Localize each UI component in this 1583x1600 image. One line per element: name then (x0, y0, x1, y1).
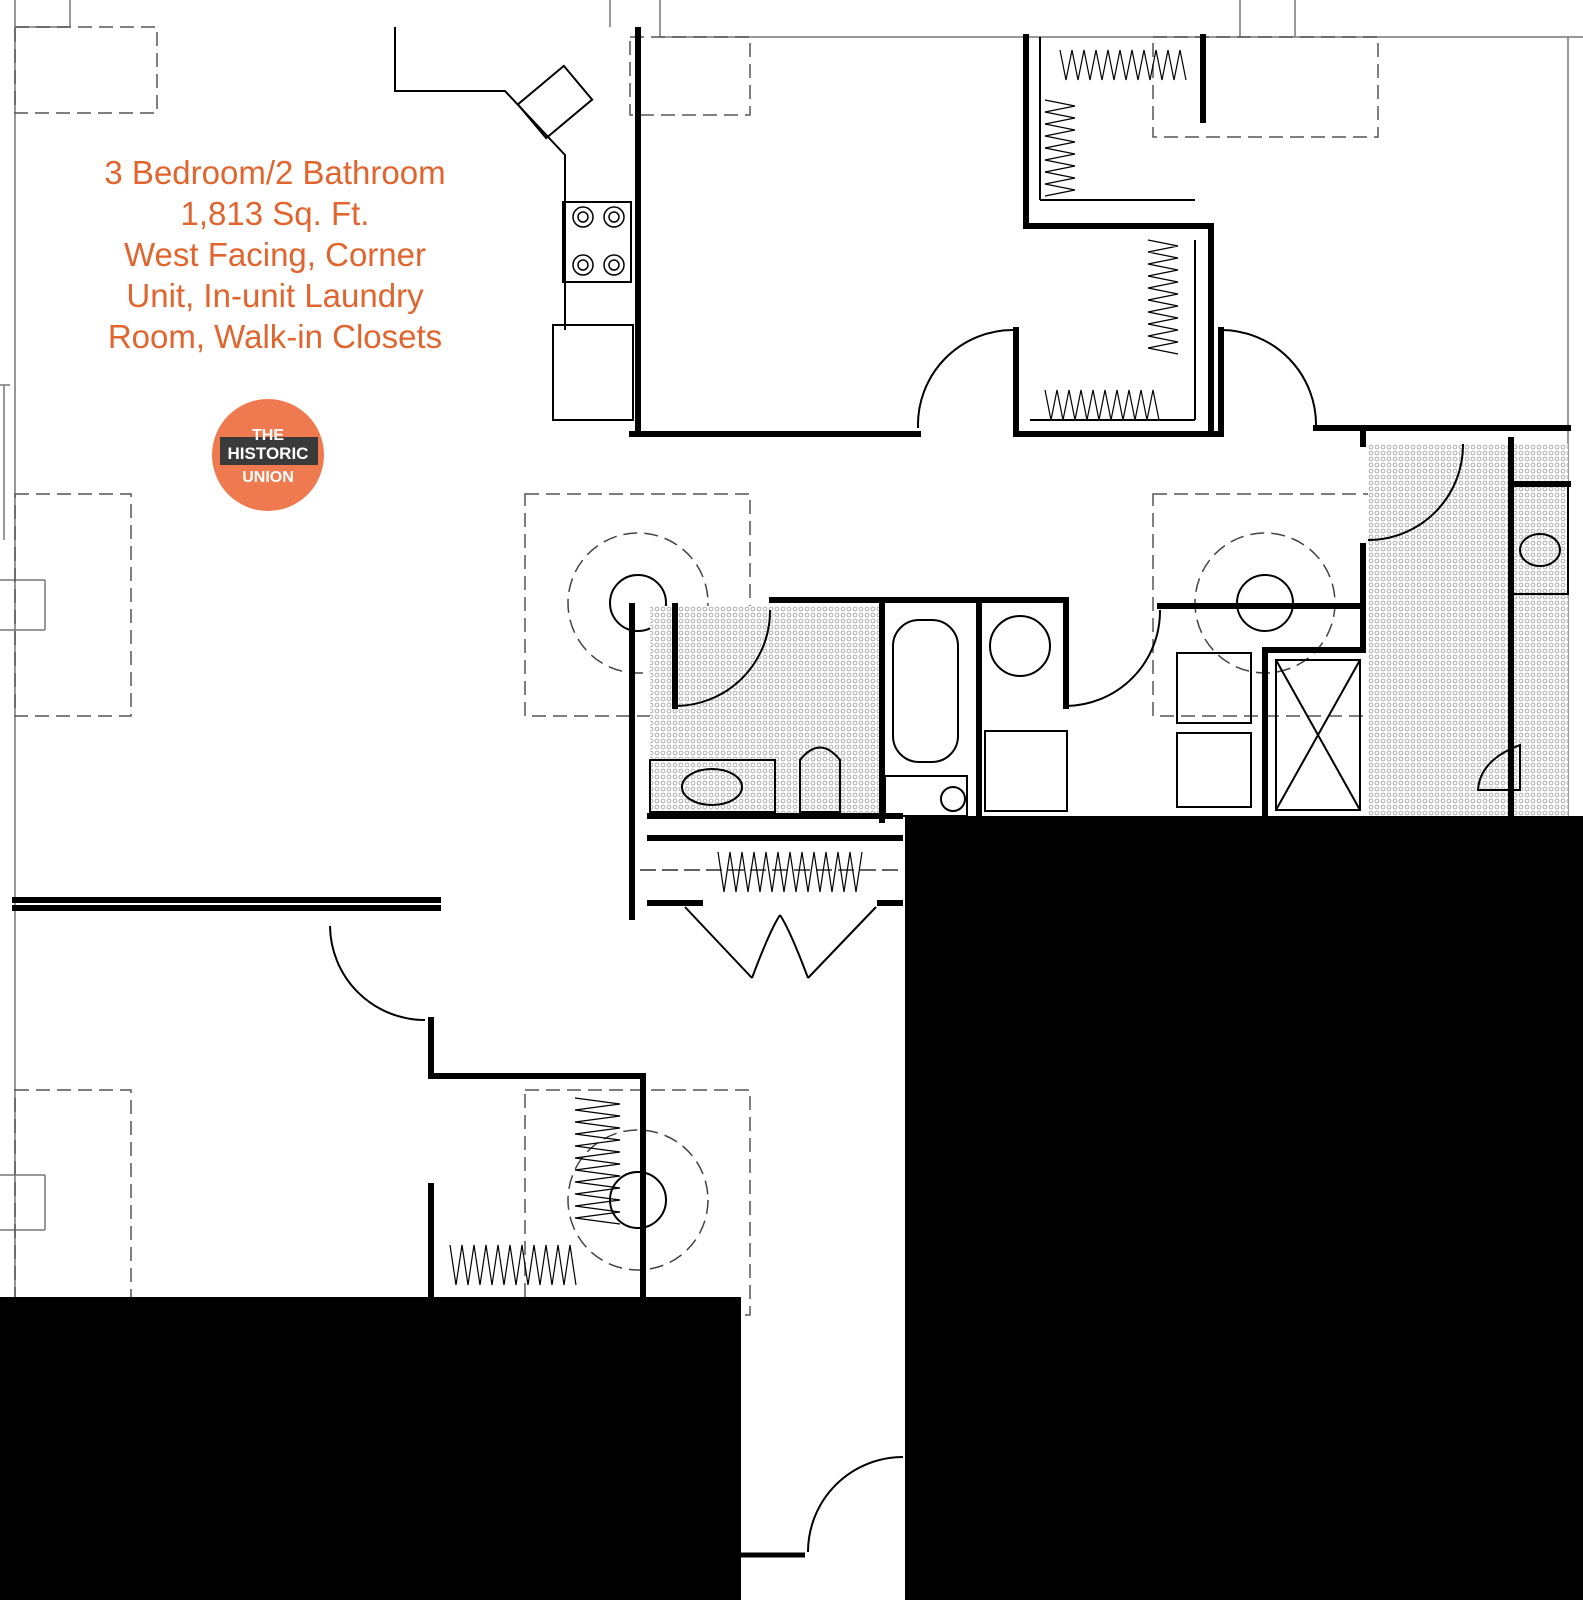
secondary-lines (394, 27, 1569, 817)
logo-band (220, 437, 318, 465)
interior-walls (12, 27, 1571, 1303)
bathroom-tile-floors (650, 444, 1568, 820)
logo-text-bottom: UNION (242, 469, 294, 486)
closet-rods (449, 49, 1187, 1286)
listing-line-5: Room, Walk-in Closets (107, 318, 443, 355)
listing-line-2: 1,813 Sq. Ft. (180, 195, 370, 232)
redaction-blocks (0, 816, 1583, 1600)
listing-line-1: 3 Bedroom/2 Bathroom (104, 154, 446, 191)
listing-line-4: Unit, In-unit Laundry (126, 277, 424, 314)
logo-text-top: THE (252, 427, 284, 444)
listing-description: 3 Bedroom/2 Bathroom 1,813 Sq. Ft. West … (40, 152, 510, 357)
listing-line-3: West Facing, Corner (124, 236, 426, 273)
stove-burners (572, 206, 625, 276)
door-swings (329, 329, 1465, 1558)
historic-union-logo: THE HISTORIC UNION (212, 399, 324, 511)
logo-text-middle: HISTORIC (228, 444, 309, 463)
